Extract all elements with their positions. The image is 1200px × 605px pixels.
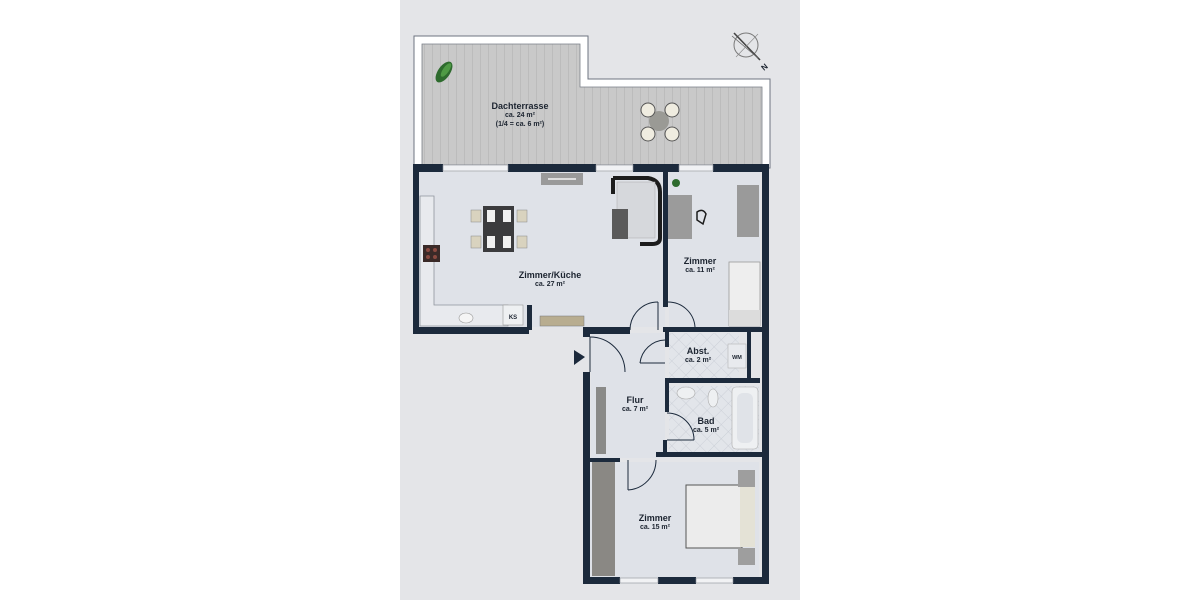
room-label-abst: Abst. ca. 2 m² [684,346,712,365]
wardrobe-icon [592,462,615,576]
wm-label: WM [732,355,742,361]
room-label-zimmer-11: Zimmer ca. 11 m² [683,256,717,275]
sideboard-icon [539,315,585,327]
washbasin-icon [676,386,696,400]
ks-label: KS [509,315,517,321]
zimmer-11-furniture [668,179,761,327]
floorplan-drawing: N [413,32,771,584]
sofa-icon [611,176,662,246]
wardrobe-icon [596,387,606,454]
toilet-icon [707,388,719,408]
doors [589,301,696,491]
compass-north-label: N [760,62,770,73]
terrace [413,35,771,169]
walls [413,164,769,584]
kitchen-counter: KS [419,195,585,327]
fridge-ks [502,304,524,326]
double-bed-icon [685,484,743,549]
washing-machine-icon [727,343,747,369]
room-label-flur: Flur ca. 7 m² [621,395,649,414]
terrace-table-icon [640,102,680,142]
dining-table-icon [470,206,528,252]
room-label-dachterrasse: Dachterrasse ca. 24 m² (1/4 = ca. 6 m²) [491,101,549,128]
room-label-zimmer-kueche: Zimmer/Küche ca. 27 m² [518,270,582,289]
room-label-zimmer-15: Zimmer ca. 15 m² [638,513,672,532]
plant-icon [435,61,453,83]
stove-icon [423,245,440,262]
compass-icon: N [731,32,770,73]
bathroom-fixtures [676,386,759,450]
entrance-arrow-icon [574,350,585,365]
plant-icon [672,179,680,187]
zimmer-15-furniture [592,462,755,576]
windows [442,164,734,584]
room-label-bad: Bad ca. 5 m² [692,416,720,435]
floorplan-sheet: N [400,0,800,600]
sink-icon [458,312,474,324]
